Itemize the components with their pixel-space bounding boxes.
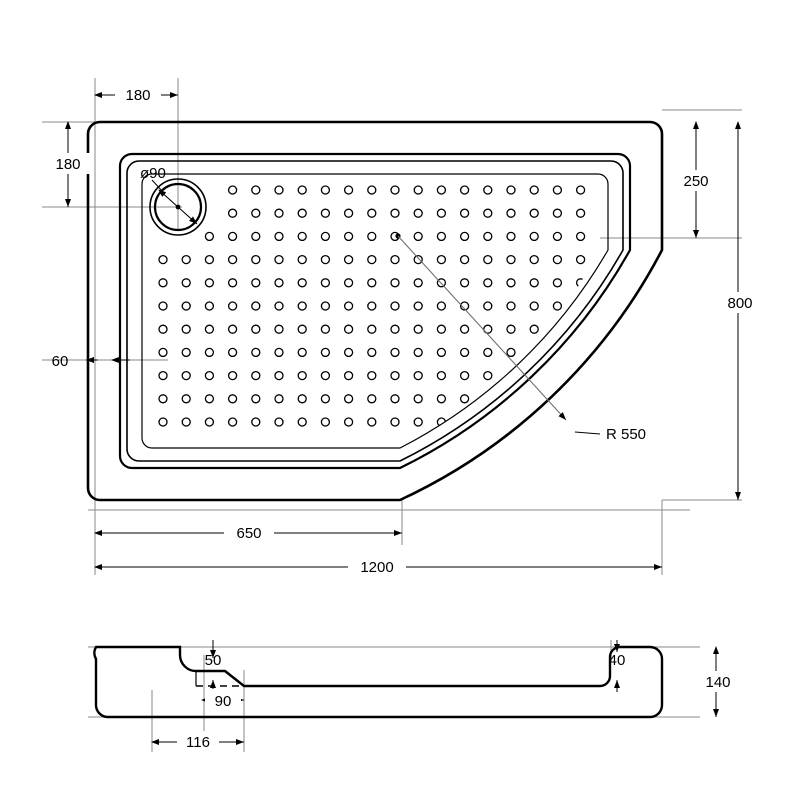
dim-140-height: 140: [692, 646, 742, 717]
antislip-dot-pattern: [158, 185, 586, 427]
dim-180-h-label: 180: [125, 87, 150, 104]
dim-140-label: 140: [705, 674, 730, 691]
radius-leader-shoulder: [574, 431, 601, 435]
dim-90-label: 90: [215, 693, 232, 710]
drain-outer-circle: [149, 178, 207, 236]
dim-800-textbg: [715, 292, 765, 313]
dim-650-textbg: [224, 522, 274, 543]
dim-180-v-label: 180: [55, 156, 80, 173]
dim-50-floor-drop: 50: [205, 640, 222, 694]
tray-rim-line-inner: [126, 160, 624, 462]
dim-116-label: 116: [186, 734, 210, 751]
dim-180-vertical: 180: [45, 121, 91, 207]
dim-180-horizontal: 180: [94, 84, 178, 105]
tray-rim-line-outer: [118, 152, 632, 470]
dim-60-rim: 60: [52, 353, 130, 370]
drain-diameter-label: ø90: [140, 165, 166, 182]
dim-650-label: 650: [236, 525, 261, 542]
drain-diameter-arrow: [158, 189, 198, 225]
drain-outlet: ø90: [140, 165, 207, 236]
dim-60-label: 60: [52, 353, 69, 370]
dim-1200-textbg: [348, 556, 406, 577]
dim-1200-label: 1200: [360, 559, 393, 576]
dim-116-well-offset: 116: [151, 731, 244, 752]
dim-250-label: 250: [683, 173, 708, 190]
plan-view-group: ø90 R 550 180 180 60: [42, 78, 765, 577]
corner-radius-callout: R 550: [395, 233, 646, 443]
tray-outer-outline: [86, 120, 664, 502]
dim-50-label: 50: [205, 652, 222, 669]
dim-250-textbg: [673, 170, 719, 191]
drain-inner-circle: [153, 182, 203, 232]
dim-40-label: 40: [609, 652, 626, 669]
section-profile-outline: [93, 645, 664, 719]
section-view-group: 50 90 116 40 140: [88, 640, 742, 752]
dim-90-well-width: 90: [201, 689, 244, 710]
radius-leader-arrow: [397, 235, 567, 421]
dim-90-textbg: [205, 689, 241, 710]
dim-800-depth: 800: [715, 121, 765, 500]
corner-radius-label: R 550: [606, 426, 646, 443]
dim-140-textbg: [692, 671, 742, 692]
drain-leader-line: [151, 179, 164, 193]
dim-40-rim-lip: 40: [609, 640, 626, 692]
dim-116-textbg: [177, 731, 219, 752]
basin-floor-outline: [141, 173, 609, 449]
dim-650-bottom: 650: [94, 522, 402, 543]
dim-800-label: 800: [727, 295, 752, 312]
dim-180-v-textbg: [45, 153, 91, 174]
dim-180-h-textbg: [115, 84, 161, 105]
dim-250-right: 250: [673, 121, 719, 238]
dim-1200-width: 1200: [94, 556, 662, 577]
